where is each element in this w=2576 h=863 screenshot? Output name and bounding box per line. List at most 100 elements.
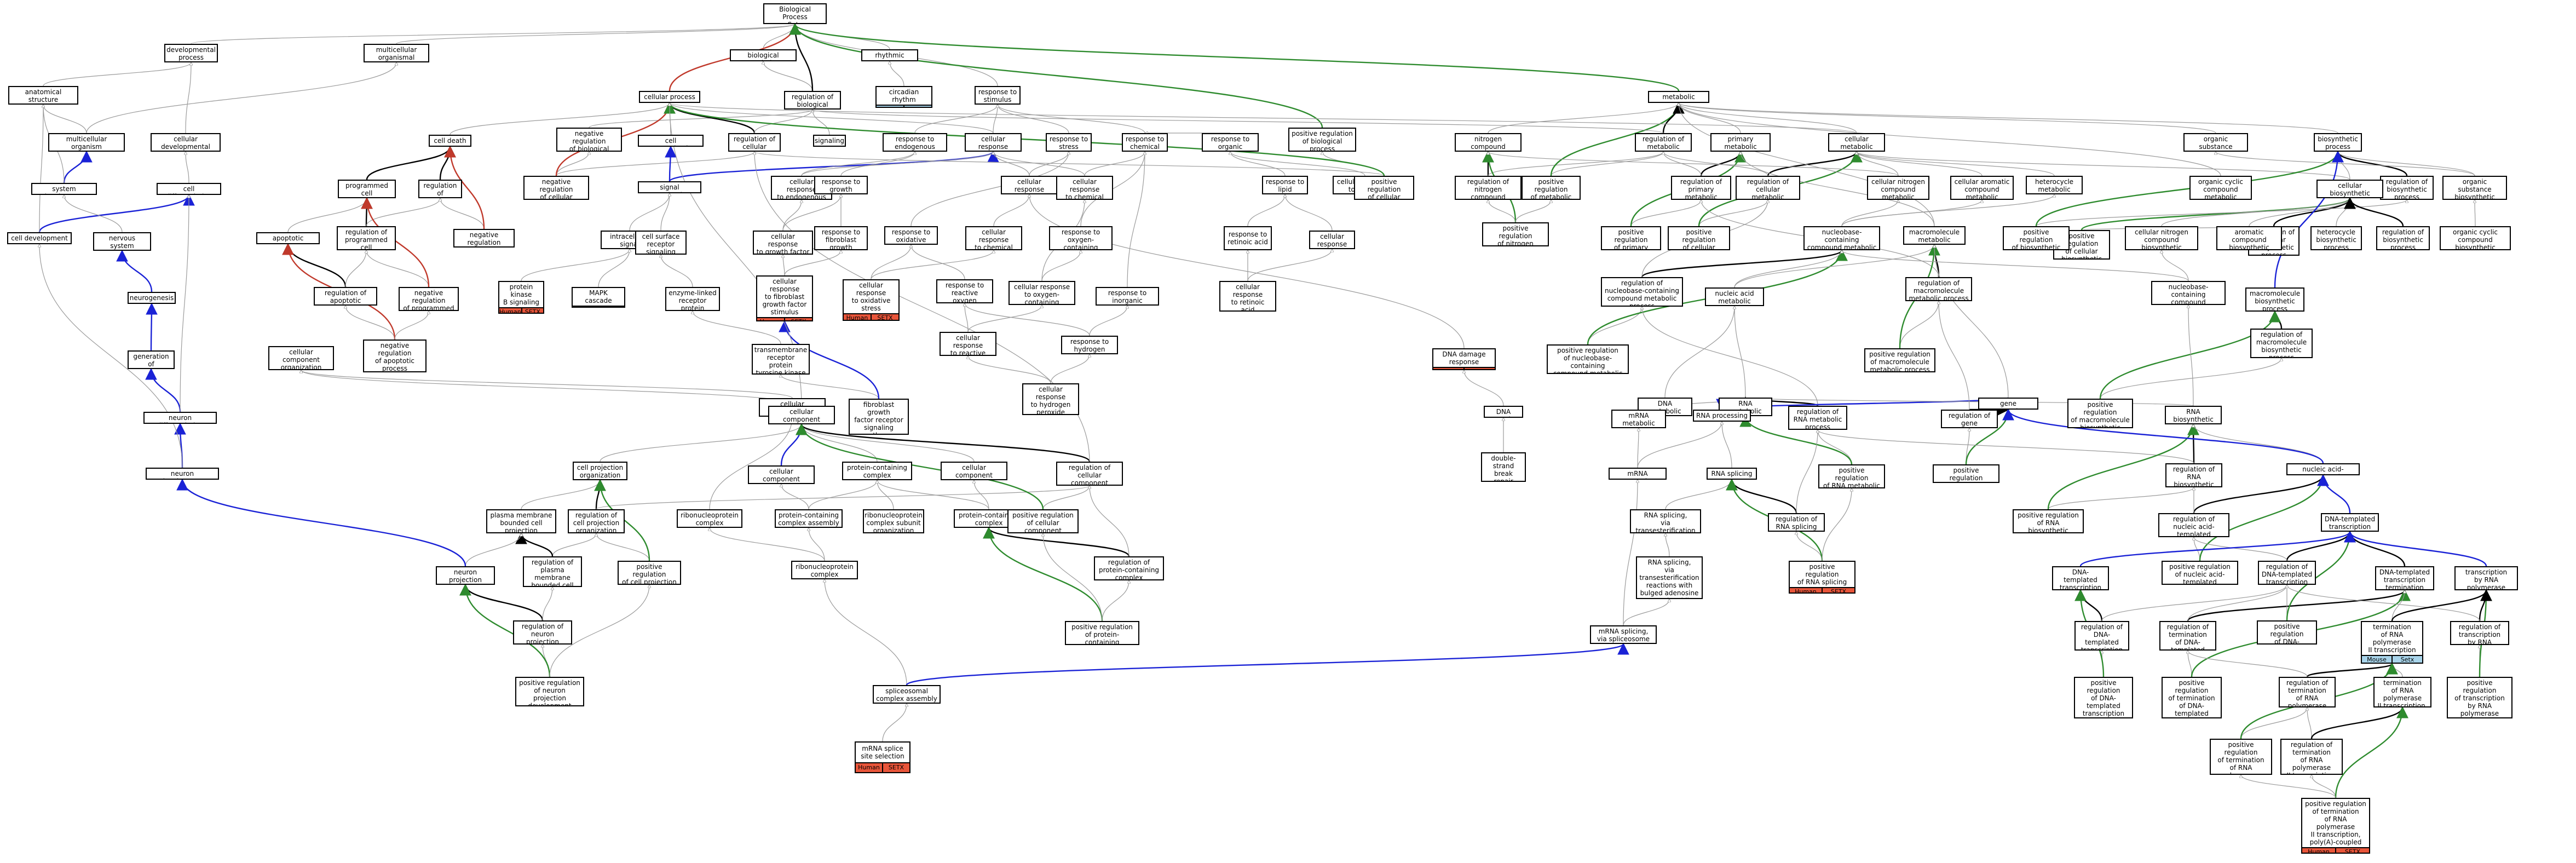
- go-term-geneexp[interactable]: gene expression: [1978, 398, 2038, 410]
- go-term-cellrespgf[interactable]: cellular response to growth factor stimu…: [753, 231, 813, 255]
- go-term-negregpcd[interactable]: negative regulation of programmed cell d…: [399, 287, 459, 311]
- go-term-reslipid[interactable]: response to lipid: [1262, 176, 1308, 194]
- go-term-mrnaspliceo[interactable]: mRNA splicing, via spliceosome: [1590, 625, 1657, 644]
- go-term-ccorgz[interactable]: cellular component organization: [768, 406, 835, 424]
- go-term-regmet[interactable]: regulation of metabolic process: [1635, 133, 1692, 152]
- go-term-respchem[interactable]: response to chemical: [1122, 133, 1168, 152]
- go-term-macrobio[interactable]: macromolecule biosynthetic process: [2245, 287, 2304, 312]
- go-term-regprim[interactable]: regulation of primary metabolic process: [1671, 176, 1731, 200]
- go-term-dnatranster[interactable]: DNA-templated transcription termination: [2375, 566, 2434, 590]
- go-term-csrsp[interactable]: cell surface receptor signaling pathway: [635, 231, 687, 255]
- go-term-multi[interactable]: multicellular organismal process: [364, 44, 429, 62]
- go-term-resorg[interactable]: response to organic substance: [1202, 133, 1259, 152]
- go-term-cellrespchem[interactable]: cellular response to chemical stimulus: [1056, 176, 1113, 200]
- go-term-reggeneexp[interactable]: regulation of gene expression: [1941, 410, 1998, 428]
- go-term-nucbase[interactable]: nucleobase-containing compound metabolic…: [1803, 226, 1880, 250]
- go-term-genneur[interactable]: generation of neurons: [128, 350, 175, 369]
- go-term-ccdisass[interactable]: cellular component disassembly: [941, 462, 1007, 480]
- go-term-neurogen[interactable]: neurogenesis: [128, 292, 176, 304]
- go-term-respendo[interactable]: response to endogenous stimulus: [883, 133, 947, 152]
- go-term-pccorg[interactable]: protein-containing complex organization: [842, 462, 912, 480]
- go-term-regrnasplic[interactable]: regulation of RNA splicing: [1768, 513, 1825, 532]
- go-term-cellrespstim[interactable]: cellular response to stimulus: [965, 133, 1022, 152]
- go-term-dnatrans[interactable]: DNA-templated transcription: [2321, 513, 2379, 532]
- go-term-resros[interactable]: response to reactive oxygen species: [936, 279, 993, 303]
- go-term-cellncomp[interactable]: cellular nitrogen compound metabolic pro…: [1867, 176, 1929, 200]
- go-term-neurprojdev[interactable]: neuron projection development: [436, 566, 495, 585]
- go-term-regccorg[interactable]: regulation of cellular component organiz…: [1056, 462, 1123, 486]
- go-term-regbp[interactable]: regulation of biological process: [784, 91, 841, 110]
- go-term-regnuctrans[interactable]: regulation of nucleic acid-templated tra…: [2158, 513, 2229, 537]
- go-term-regncomp[interactable]: regulation of nitrogen compound metaboli…: [1455, 176, 1522, 200]
- go-term-dev[interactable]: developmental process: [164, 44, 218, 62]
- go-term-cellprojorg[interactable]: cell projection organization: [573, 462, 627, 480]
- go-term-circ[interactable]: circadian rhythmMouseSetx: [875, 86, 932, 108]
- go-term-posregtranspol[interactable]: positive regulation of transcription by …: [2447, 677, 2512, 718]
- go-term-neurdiff[interactable]: neuron differentiation: [143, 412, 217, 424]
- go-term-regtranspol[interactable]: regulation of transcription by RNA polym…: [2450, 621, 2509, 645]
- go-term-apopt[interactable]: apoptotic process: [256, 232, 320, 244]
- go-term-mapk[interactable]: MAPK cascadeHumanSETX: [572, 287, 625, 308]
- go-term-posregmacromet[interactable]: positive regulation of macromolecule met…: [1864, 348, 1935, 372]
- go-term-regapo[interactable]: regulation of apoptotic process: [314, 287, 377, 306]
- go-term-metab[interactable]: metabolic process: [1648, 91, 1709, 103]
- go-term-cellncompbio[interactable]: cellular nitrogen compound biosynthetic …: [2125, 226, 2198, 250]
- go-term-resgf[interactable]: response to growth factor: [814, 176, 868, 194]
- go-term-signal[interactable]: signaling: [813, 135, 846, 147]
- go-term-ncompmet[interactable]: nitrogen compound metabolic process: [1455, 133, 1522, 152]
- go-term-aromcompbio[interactable]: aromatic compound biosynthetic process: [2216, 226, 2282, 250]
- go-term-macromet[interactable]: macromolecule metabolic process: [1903, 226, 1966, 245]
- go-term-posregdnainit[interactable]: positive regulation of DNA-templated tra…: [2074, 677, 2133, 718]
- go-term-pmbcp[interactable]: plasma membrane bounded cell projection …: [486, 509, 556, 533]
- go-term-posregpcdis[interactable]: positive regulation of protein-containin…: [1065, 621, 1139, 645]
- go-term-transpol[interactable]: transcription by RNA polymerase II: [2454, 566, 2518, 590]
- go-term-regnucbase[interactable]: regulation of nucleobase-containing comp…: [1601, 277, 1683, 307]
- go-term-cellresretac[interactable]: cellular response to retinoic acidHumanS…: [1219, 281, 1276, 312]
- go-term-biolreg[interactable]: biological regulation: [730, 49, 797, 61]
- go-term-dnatransinit[interactable]: DNA-templated transcription initiation: [2052, 566, 2109, 590]
- go-term-heterobio[interactable]: heterocycle biosynthetic process: [2310, 226, 2362, 250]
- go-term-negregcd[interactable]: negative regulation of cell death: [453, 229, 515, 248]
- go-term-posregneurproj[interactable]: positive regulation of neuron projection…: [515, 677, 584, 706]
- go-term-cellrespfgf[interactable]: cellular response to fibroblast growth f…: [756, 275, 813, 321]
- go-term-regcd[interactable]: regulation of cell death: [418, 180, 462, 198]
- go-term-sysdev[interactable]: system development: [31, 183, 97, 195]
- go-term-regpcdis[interactable]: regulation of protein-containing complex…: [1094, 556, 1164, 580]
- go-term-rnpbio[interactable]: ribonucleoprotein complex biogenesis: [677, 509, 742, 528]
- go-term-regdnatrans[interactable]: regulation of DNA-templated transcriptio…: [2258, 561, 2316, 585]
- go-term-resfgf[interactable]: response to fibroblast growth factor: [814, 226, 868, 250]
- go-term-multidev[interactable]: multicellular organism development: [48, 133, 125, 152]
- go-term-negregcp[interactable]: negative regulation of cellular process: [523, 176, 589, 200]
- go-term-rnasplictrans[interactable]: RNA splicing, via transesterification re…: [1630, 509, 1701, 533]
- go-term-nuctrans[interactable]: nucleic acid-templated transcription: [2286, 463, 2360, 475]
- go-term-cellrespstress[interactable]: cellular response to stress: [1001, 176, 1058, 194]
- go-term-resh2o2[interactable]: response to hydrogen peroxide: [1061, 336, 1118, 354]
- go-term-fgfsig[interactable]: fibroblast growth factor receptor signal…: [849, 399, 909, 435]
- go-term-regtermpol[interactable]: regulation of termination of RNA polymer…: [2279, 677, 2336, 707]
- go-term-posregrnabio[interactable]: positive regulation of RNA biosynthetic …: [2013, 509, 2084, 533]
- go-term-rnpsub[interactable]: ribonucleoprotein complex subunit organi…: [863, 509, 924, 533]
- go-term-nucbasebio[interactable]: nucleobase-containing compound biosynthe…: [2151, 281, 2226, 305]
- go-term-anat[interactable]: anatomical structure development: [8, 86, 78, 105]
- go-term-rhyth[interactable]: rhythmic process: [861, 49, 918, 61]
- go-term-dnadmg[interactable]: DNA damage responseHumanSETX: [1432, 348, 1496, 370]
- go-term-primmet[interactable]: primary metabolic process: [1710, 133, 1771, 152]
- go-term-celldev[interactable]: cell development: [7, 232, 72, 244]
- go-term-cellresros[interactable]: cellular response to reactive oxygen spe…: [940, 332, 996, 356]
- go-term-progdeath[interactable]: programmed cell death: [338, 180, 396, 198]
- go-term-posregcellproj[interactable]: positive regulation of cell projection o…: [618, 561, 681, 585]
- go-term-respstim[interactable]: response to stimulus: [975, 86, 1021, 105]
- go-term-regcp[interactable]: regulation of cellular process: [728, 133, 781, 152]
- go-term-posregncomp[interactable]: positive regulation of nitrogen compound…: [1482, 222, 1549, 246]
- go-term-orgcycbio[interactable]: organic cyclic compound biosynthetic pro…: [2440, 226, 2511, 250]
- go-term-regmacrobio[interactable]: regulation of macromolecule biosynthetic…: [2250, 329, 2313, 358]
- go-term-regpcd[interactable]: regulation of programmed cell death: [337, 226, 396, 250]
- go-term-cellproc[interactable]: cellular process: [639, 91, 700, 103]
- go-term-negregbp[interactable]: negative regulation of biological proces…: [556, 128, 622, 152]
- go-term-spliceass[interactable]: spliceosomal complex assembly: [873, 685, 941, 704]
- go-term-respoxcomp[interactable]: response to oxygen-containing compound: [1049, 226, 1113, 250]
- go-term-cellcomm[interactable]: cell communication: [638, 135, 704, 147]
- go-term-posregrnamet[interactable]: positive regulation of RNA metabolic pro…: [1818, 464, 1885, 488]
